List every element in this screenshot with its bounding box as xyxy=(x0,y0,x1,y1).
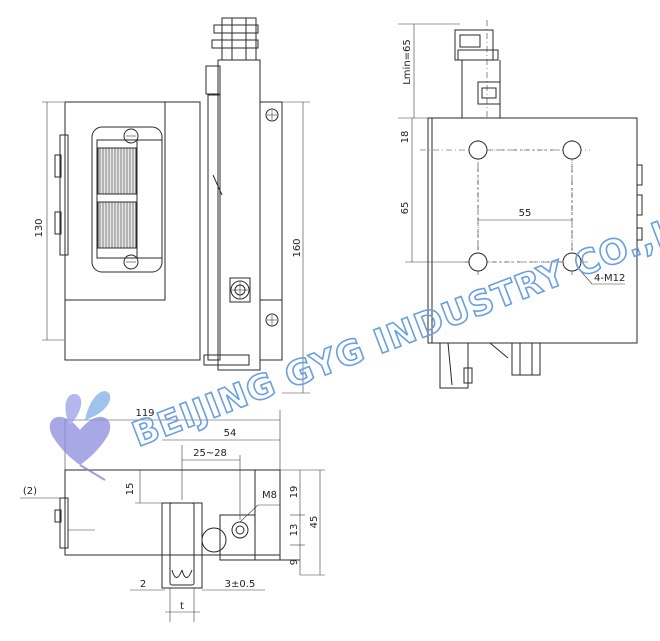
right-top-offset-dim: 18 xyxy=(400,131,411,144)
bottom-dim-9: 9 xyxy=(289,559,300,565)
watermark-text: BEIJING GYG INDUSTRY CO.,LTD xyxy=(127,194,660,456)
front-height-dim: 130 xyxy=(34,218,45,237)
right-hole-vertical-dim: 65 xyxy=(400,202,411,215)
company-logo xyxy=(49,391,111,481)
bottom-paren2: (2) xyxy=(23,486,37,497)
right-hole-callout: 4-M12 xyxy=(594,273,625,284)
right-view: Lmin=65 18 65 55 4-M12 xyxy=(398,20,643,389)
bottom-thread: M8 xyxy=(262,490,277,501)
front-length-dim: 160 xyxy=(292,238,303,257)
bottom-width-54: 54 xyxy=(224,428,237,439)
coil-windings xyxy=(99,148,134,248)
right-hole-horizontal-dim: 55 xyxy=(519,208,532,219)
bottom-range: 25~28 xyxy=(193,448,227,459)
bottom-dim-45: 45 xyxy=(309,516,320,529)
bottom-dim-13: 13 xyxy=(289,524,300,537)
bottom-overall-width: 119 xyxy=(135,408,154,419)
bottom-t: t xyxy=(180,601,184,612)
bottom-dim-15: 15 xyxy=(125,483,136,496)
bottom-dim-19: 19 xyxy=(289,486,300,499)
bottom-view: 119 54 25~28 (2) 15 M8 19 13 9 45 2 3±0.… xyxy=(20,408,325,622)
bottom-dim-2: 2 xyxy=(140,579,146,590)
front-view: 130 160 xyxy=(34,17,310,394)
bottom-tolerance: 3±0.5 xyxy=(225,579,256,590)
right-lmin-dim: Lmin=65 xyxy=(402,39,413,85)
